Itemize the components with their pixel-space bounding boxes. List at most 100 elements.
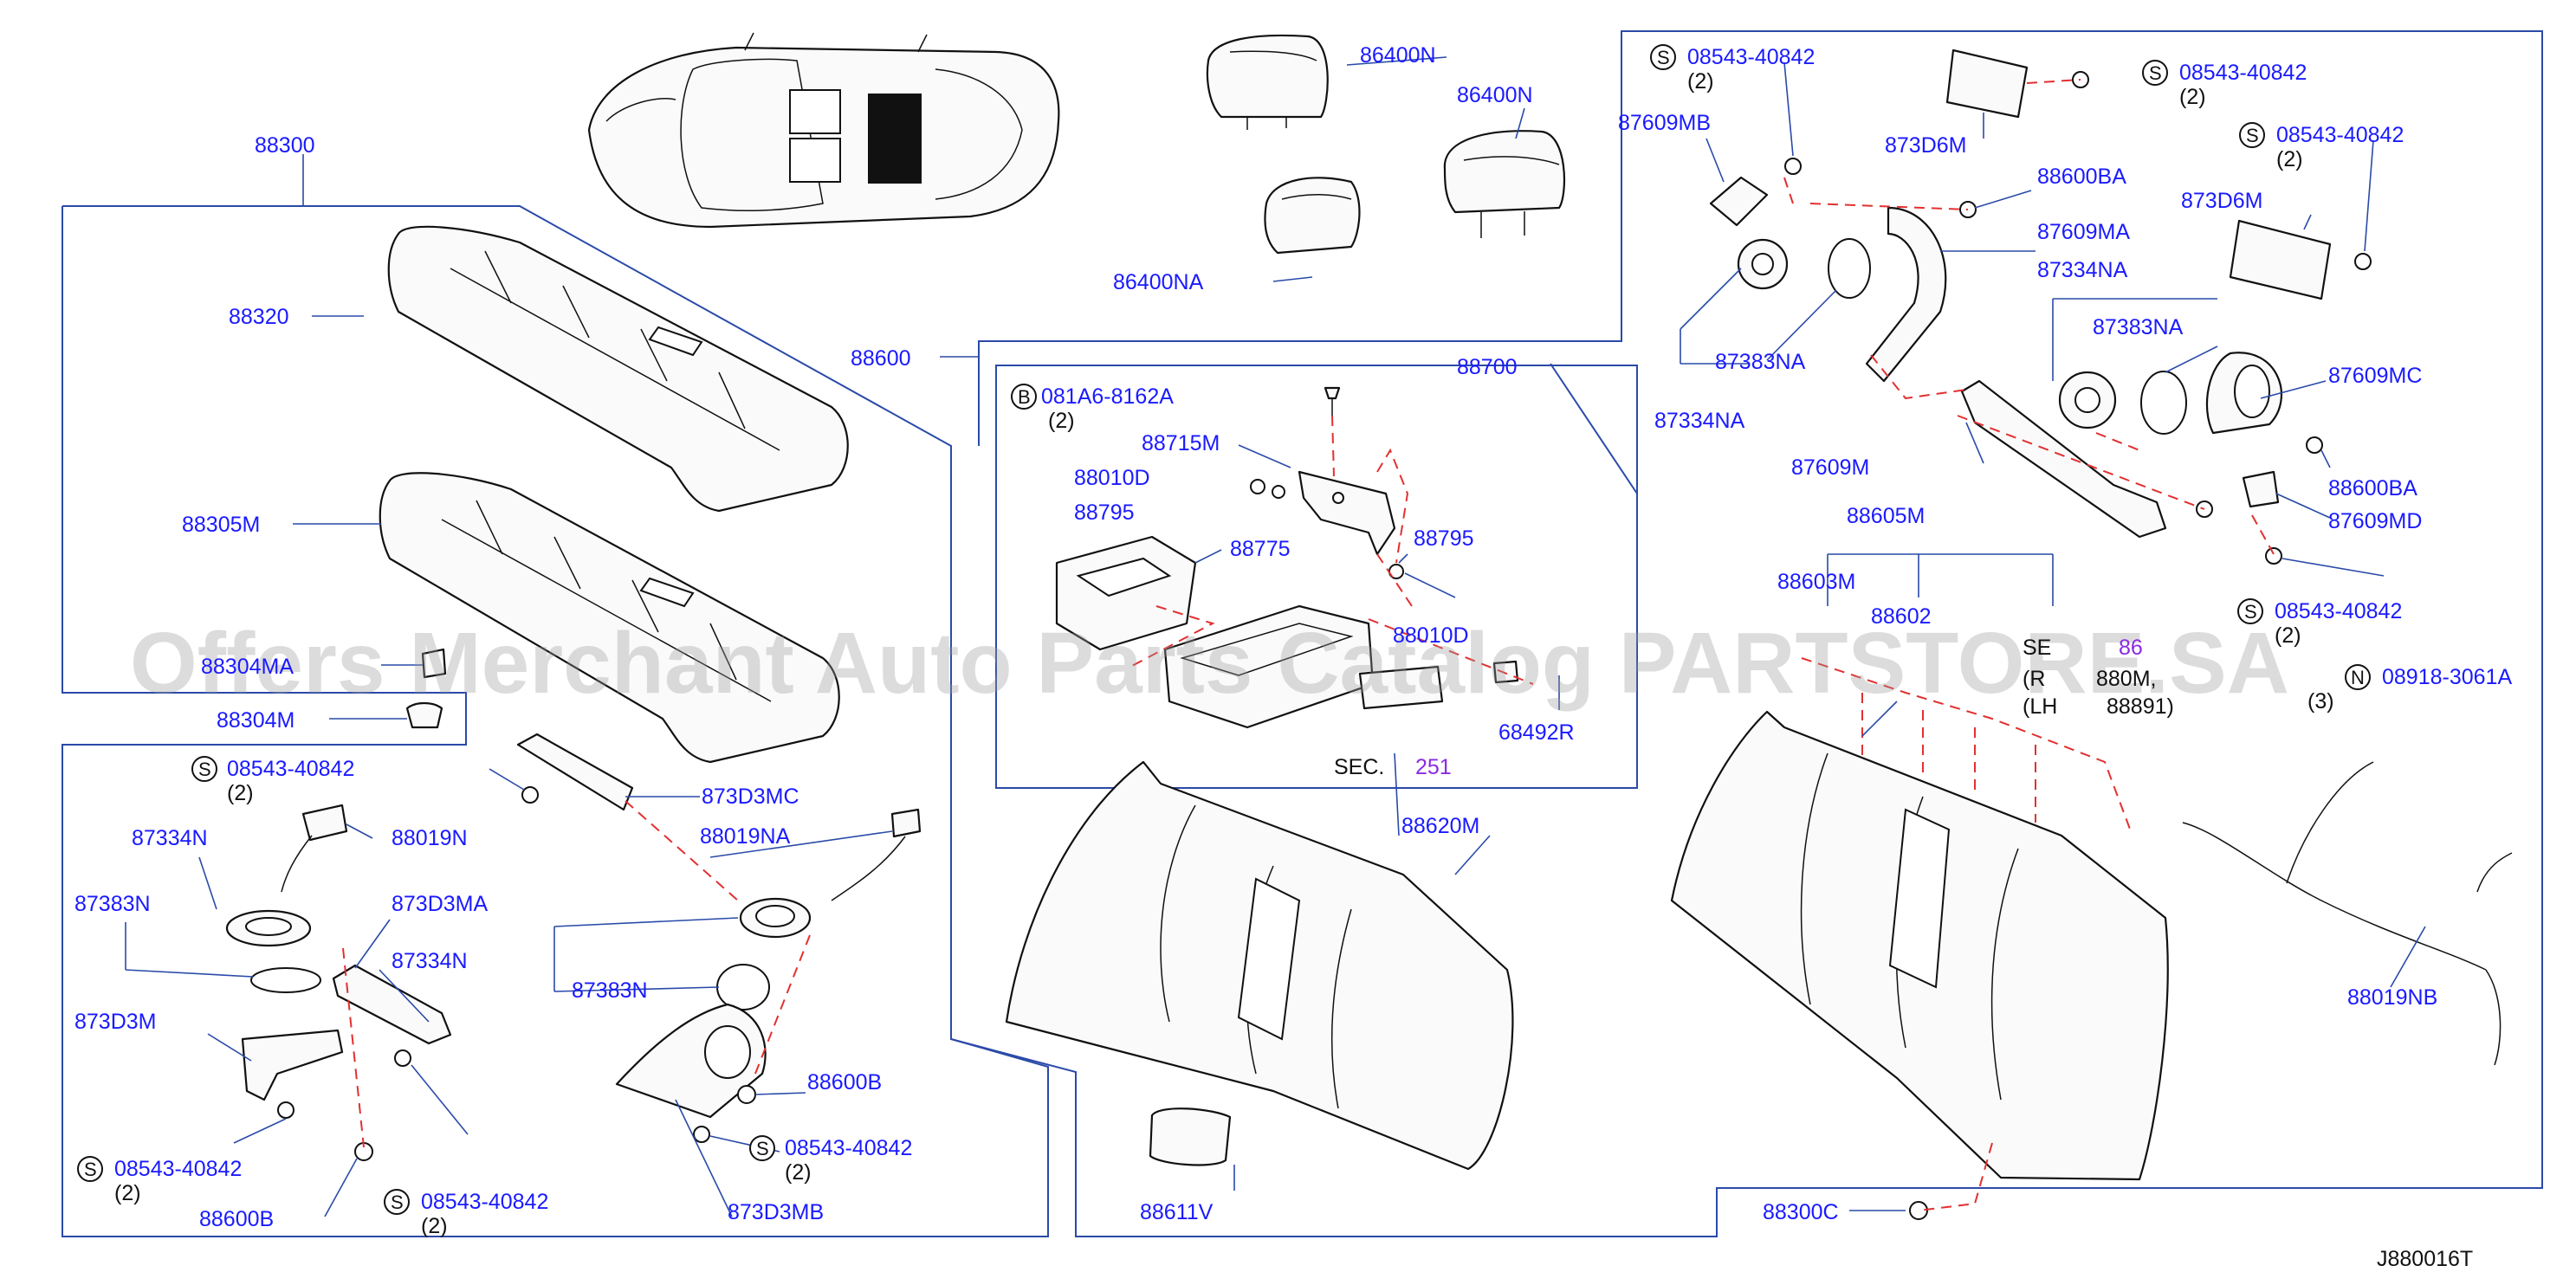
label-88300C[interactable]: 88300C xyxy=(1763,1200,1839,1224)
screw-s-icon-4 xyxy=(749,1135,775,1161)
label-sec-partial: SE xyxy=(2023,636,2051,660)
assembly-dashes xyxy=(342,79,2275,1211)
label-sec-251[interactable]: 251 xyxy=(1415,755,1452,779)
label-88600[interactable]: 88600 xyxy=(851,346,911,371)
label-88600B-b[interactable]: 88600B xyxy=(807,1070,882,1095)
label-88300[interactable]: 88300 xyxy=(255,133,315,158)
label-873D3MA[interactable]: 873D3MA xyxy=(392,892,488,916)
bolt-b-icon xyxy=(1011,384,1037,410)
label-sec-partial-num[interactable]: 86 xyxy=(2119,636,2143,660)
bracket-873D3M xyxy=(241,1029,344,1101)
label-88010D-b[interactable]: 88010D xyxy=(1393,623,1469,648)
label-87383NA-a[interactable]: 87383NA xyxy=(1715,350,1806,374)
label-87334N-a[interactable]: 87334N xyxy=(132,826,208,850)
label-88019NA[interactable]: 88019NA xyxy=(700,824,791,849)
label-87609MC[interactable]: 87609MC xyxy=(2328,364,2422,388)
box-88300-lower xyxy=(61,206,1049,1237)
label-n1[interactable]: 08918-3061A xyxy=(2382,665,2512,689)
label-s2-qty: (2) xyxy=(114,1181,141,1205)
screw-s2 xyxy=(277,1101,294,1119)
screw-s-icon-2 xyxy=(77,1156,103,1182)
label-87609MD[interactable]: 87609MD xyxy=(2328,509,2422,533)
screw-s-letter-8: S xyxy=(2244,601,2257,623)
label-s7[interactable]: 08543-40842 xyxy=(2179,61,2307,85)
duct-873D3MC xyxy=(516,733,634,811)
label-87609MA[interactable]: 87609MA xyxy=(2037,220,2130,244)
label-86400N-a[interactable]: 86400N xyxy=(1360,43,1436,68)
label-88611V[interactable]: 88611V xyxy=(1140,1200,1214,1224)
ring-87383N-b xyxy=(716,964,770,1011)
screw-s-letter-5: S xyxy=(2246,125,2259,146)
label-68492R[interactable]: 68492R xyxy=(1498,720,1575,745)
module-873D6M-a xyxy=(1945,48,2029,119)
label-s4[interactable]: 08543-40842 xyxy=(785,1136,912,1160)
label-s6[interactable]: 08543-40842 xyxy=(1687,45,1815,69)
label-88715M[interactable]: 88715M xyxy=(1142,431,1220,455)
label-88600BA-a[interactable]: 88600BA xyxy=(2037,165,2126,189)
screw-s-letter-2: S xyxy=(84,1159,97,1180)
label-87609MB[interactable]: 87609MB xyxy=(1618,111,1711,135)
label-873D3M[interactable]: 873D3M xyxy=(74,1010,157,1034)
clip-88600B-b xyxy=(737,1085,756,1104)
label-88019NB[interactable]: 88019NB xyxy=(2347,985,2437,1010)
label-88304MA[interactable]: 88304MA xyxy=(201,655,294,679)
label-88602[interactable]: 88602 xyxy=(1871,604,1932,629)
label-s8[interactable]: 08543-40842 xyxy=(2275,599,2402,623)
screw-s-icon-1 xyxy=(191,756,217,782)
screw-88300C xyxy=(1909,1201,1928,1220)
label-87334N-b[interactable]: 87334N xyxy=(392,949,468,973)
label-88600B-a[interactable]: 88600B xyxy=(199,1207,274,1231)
label-lh-partial: (LH xyxy=(2023,694,2057,719)
label-88320[interactable]: 88320 xyxy=(229,305,289,329)
label-88304M[interactable]: 88304M xyxy=(217,708,294,733)
label-s2[interactable]: 08543-40842 xyxy=(114,1157,242,1181)
label-87383N-a[interactable]: 87383N xyxy=(74,892,151,916)
screw-s-icon-3 xyxy=(384,1189,410,1215)
label-s5-qty: (2) xyxy=(2276,147,2303,171)
cushion-88305M xyxy=(379,472,840,764)
label-081A6[interactable]: 081A6-8162A xyxy=(1041,384,1174,409)
ring-87383NA-a xyxy=(1828,238,1871,299)
label-s1[interactable]: 08543-40842 xyxy=(227,757,354,781)
switch-68492R xyxy=(1358,660,1519,710)
screw-s-letter-4: S xyxy=(756,1138,769,1159)
clip-88600BA-b xyxy=(2306,436,2323,454)
speaker-87334NA-a xyxy=(1737,238,1789,290)
label-88795-a[interactable]: 88795 xyxy=(1074,500,1135,525)
label-s5[interactable]: 08543-40842 xyxy=(2276,123,2404,147)
speaker-87334N-a xyxy=(225,909,312,947)
label-88603M[interactable]: 88603M xyxy=(1777,570,1855,594)
label-88700[interactable]: 88700 xyxy=(1457,355,1518,379)
label-88019N[interactable]: 88019N xyxy=(392,826,468,850)
screw-s-letter-3: S xyxy=(391,1191,404,1213)
label-s1-qty: (2) xyxy=(227,781,254,805)
label-s6-qty: (2) xyxy=(1687,69,1714,94)
label-86400NA[interactable]: 86400NA xyxy=(1113,270,1204,294)
label-87334NA-a[interactable]: 87334NA xyxy=(2037,258,2128,282)
duct-87609M xyxy=(1960,379,2167,539)
label-88305M[interactable]: 88305M xyxy=(182,513,260,537)
label-88775[interactable]: 88775 xyxy=(1230,537,1291,561)
label-87334NA-b[interactable]: 87334NA xyxy=(1654,409,1745,433)
label-873D6M-a[interactable]: 873D6M xyxy=(1885,133,1967,158)
screw-s1 xyxy=(521,786,539,804)
label-88795-b[interactable]: 88795 xyxy=(1414,526,1474,551)
label-88605M[interactable]: 88605M xyxy=(1847,504,1925,528)
label-86400N-b[interactable]: 86400N xyxy=(1457,83,1533,107)
label-873D3MC[interactable]: 873D3MC xyxy=(702,785,799,809)
label-s3-qty: (2) xyxy=(421,1214,448,1238)
label-87609M[interactable]: 87609M xyxy=(1791,455,1869,480)
label-87383N-b[interactable]: 87383N xyxy=(572,978,648,1003)
label-88010D-a[interactable]: 88010D xyxy=(1074,466,1150,490)
labels: 88300 88320 88305M 88304MA 88304M 88600 … xyxy=(74,43,2512,1271)
label-87383NA-b[interactable]: 87383NA xyxy=(2093,315,2184,339)
headrest-86400N-b xyxy=(1443,130,1566,238)
seatback-88605M xyxy=(1670,710,2169,1181)
cupholder-88775 xyxy=(1055,535,1197,651)
label-873D3MB[interactable]: 873D3MB xyxy=(728,1200,824,1224)
label-s3[interactable]: 08543-40842 xyxy=(421,1190,548,1214)
grommet-88019N xyxy=(281,804,348,893)
label-873D6M-b[interactable]: 873D6M xyxy=(2181,189,2263,213)
label-88620M[interactable]: 88620M xyxy=(1401,814,1479,838)
label-88600BA-b[interactable]: 88600BA xyxy=(2328,476,2417,500)
